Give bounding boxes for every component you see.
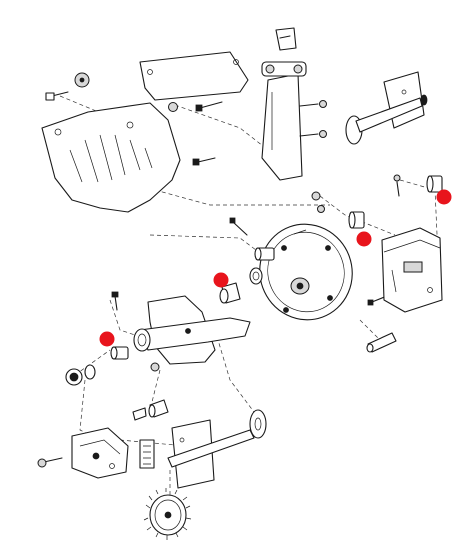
spring-clip — [139, 439, 155, 469]
fasteners — [111, 100, 401, 311]
pin — [366, 332, 397, 353]
pins-center-bottom — [132, 399, 169, 421]
drive-shaft-top — [345, 71, 428, 145]
sprocket — [143, 488, 192, 540]
red-marker — [213, 272, 229, 288]
red-marker — [99, 331, 115, 347]
gear-motor-housing — [381, 227, 443, 313]
washer-and-bushing-center — [219, 247, 275, 304]
cover-plate — [139, 51, 249, 101]
bushings-lower-left — [65, 346, 160, 386]
bushings-top-right — [348, 175, 443, 229]
highlight-markers — [99, 189, 452, 347]
lower-bracket — [37, 427, 129, 479]
spout-arm — [133, 295, 251, 365]
support-bracket — [261, 27, 307, 181]
shroud-plate — [41, 102, 181, 213]
drive-shaft-bottom — [167, 409, 267, 489]
red-marker — [356, 231, 372, 247]
red-marker — [436, 189, 452, 205]
main-mounting-plate — [259, 223, 353, 321]
screw-and-washer-top-left — [45, 72, 90, 101]
